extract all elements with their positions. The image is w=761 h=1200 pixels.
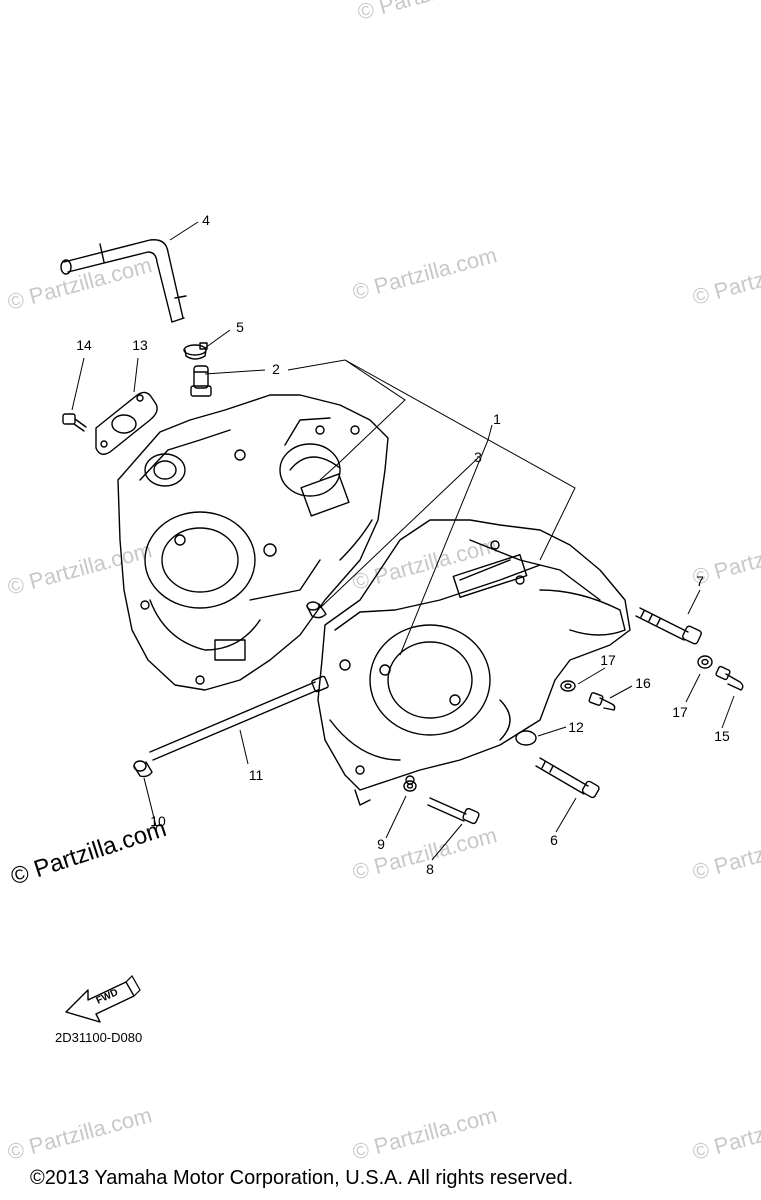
bolt-part-14 xyxy=(62,413,87,432)
callout-4: 4 xyxy=(202,212,210,228)
watermark: © Partzilla.com xyxy=(350,822,500,885)
callout-17-b: 17 xyxy=(672,704,688,720)
callout-1: 1 xyxy=(493,411,501,427)
callout-8: 8 xyxy=(426,861,434,877)
callout-12: 12 xyxy=(568,719,584,735)
o-ring-part-12 xyxy=(515,730,537,746)
watermark: © Partzilla.com xyxy=(350,1102,500,1165)
watermark-dark: © Partzilla.com xyxy=(8,815,170,891)
callout-16: 16 xyxy=(635,675,651,691)
stud-bolt-part-11 xyxy=(149,675,329,761)
callout-15: 15 xyxy=(714,728,730,744)
hose-clamp-part-5 xyxy=(183,342,208,360)
watermark: © Partzilla.com xyxy=(350,532,500,595)
leader-lines xyxy=(71,221,735,861)
callout-5: 5 xyxy=(236,319,244,335)
diagram-code: 2D31100-D080 xyxy=(55,1030,143,1045)
dowel-part-10 xyxy=(133,760,153,778)
watermark: © Partzilla.com xyxy=(5,252,155,315)
watermark: © Partzilla.com xyxy=(5,537,155,600)
gasket-part-13 xyxy=(95,391,158,455)
bolt-part-8 xyxy=(427,797,480,825)
fwd-arrow-icon: FWD xyxy=(65,975,141,1023)
washer-part-17-b xyxy=(697,655,713,669)
watermark: © Partzilla.com xyxy=(5,1102,155,1165)
watermark: © Partzilla.com xyxy=(690,822,761,885)
bolt-part-6 xyxy=(535,757,600,799)
callout-3: 3 xyxy=(474,449,482,465)
callout-6: 6 xyxy=(550,832,558,848)
bolt-part-16 xyxy=(588,692,616,711)
callout-7: 7 xyxy=(696,573,704,589)
callout-9: 9 xyxy=(377,836,385,852)
bolt-part-15 xyxy=(715,665,744,691)
breather-hose-part-4 xyxy=(60,239,187,323)
washer-part-17-a xyxy=(560,680,576,692)
callout-11: 11 xyxy=(249,767,264,783)
watermark: © Partzilla.com xyxy=(690,1102,761,1165)
watermark: © Partzilla.com xyxy=(355,0,505,25)
callout-13: 13 xyxy=(132,337,148,353)
callout-17-a: 17 xyxy=(600,652,616,668)
washer-part-9 xyxy=(403,780,417,792)
dowel-pin-part-3 xyxy=(306,601,327,619)
watermark: © Partzilla.com xyxy=(690,247,761,310)
callout-numbers: 1 2 3 4 5 6 7 8 9 10 11 12 13 14 15 16 1… xyxy=(76,212,730,877)
bolt-part-7 xyxy=(635,607,702,645)
callout-10: 10 xyxy=(150,813,166,829)
watermark: © Partzilla.com xyxy=(350,242,500,305)
callout-14: 14 xyxy=(76,337,92,353)
right-crankcase-half xyxy=(317,519,631,806)
nipple-part-2 xyxy=(190,365,212,397)
left-crankcase-half xyxy=(117,394,389,691)
callout-2: 2 xyxy=(272,361,280,377)
copyright-notice: ©2013 Yamaha Motor Corporation, U.S.A. A… xyxy=(30,1167,574,1189)
